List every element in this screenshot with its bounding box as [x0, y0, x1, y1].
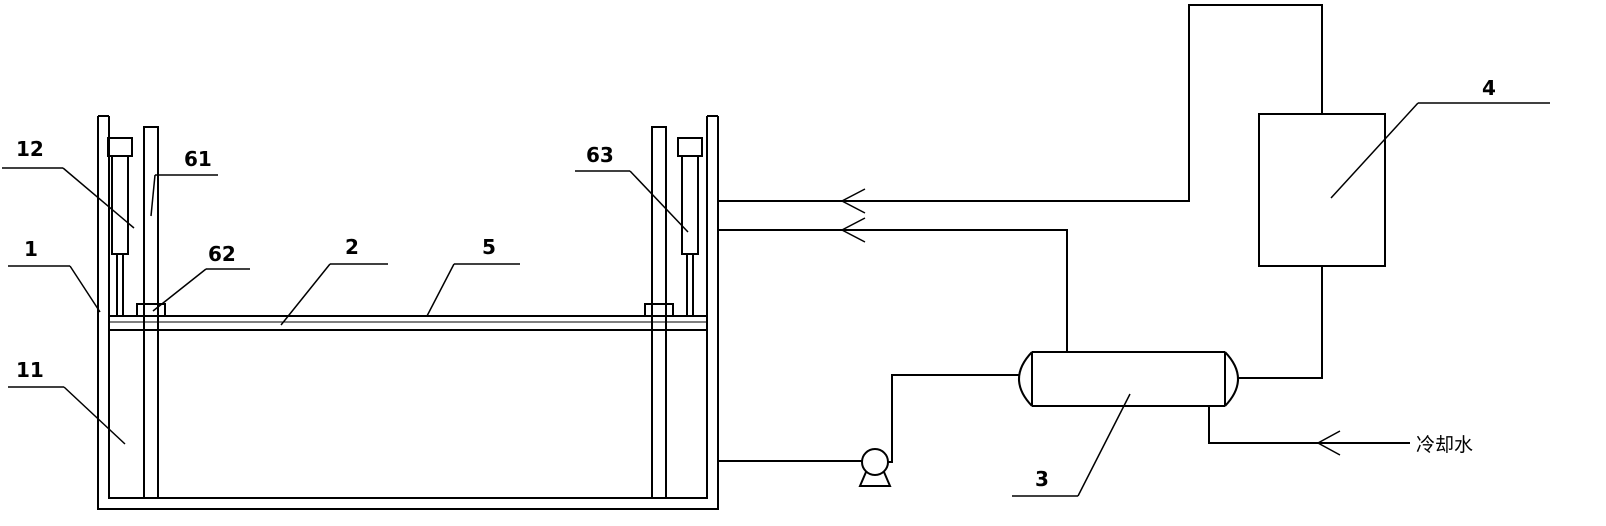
label-5: 5 — [482, 235, 496, 259]
label-1: 1 — [24, 237, 38, 261]
guide-rod-right — [651, 126, 667, 499]
label-62: 62 — [208, 242, 236, 266]
box — [1258, 113, 1386, 267]
label-11: 11 — [16, 358, 44, 382]
condenser — [1018, 351, 1239, 407]
label-12: 12 — [16, 137, 44, 161]
cylinder-right — [677, 137, 703, 316]
pump — [858, 448, 892, 487]
plate — [108, 315, 708, 331]
label-2: 2 — [345, 235, 359, 259]
slider-right — [644, 303, 674, 317]
label-4: 4 — [1482, 76, 1496, 100]
cooling-water-label: 冷却水 — [1416, 434, 1473, 456]
leader-lines — [2, 102, 1550, 497]
part-labels: 12 61 62 1 2 5 63 11 4 3 冷却水 — [16, 76, 1496, 491]
label-63: 63 — [586, 143, 614, 167]
label-61: 61 — [184, 147, 212, 171]
tank — [97, 115, 719, 510]
slider-left — [136, 303, 166, 317]
pipes — [718, 4, 1410, 463]
guide-rod-left — [143, 126, 159, 499]
cylinder-left — [107, 137, 133, 316]
label-3: 3 — [1035, 467, 1049, 491]
flow-arrows — [840, 188, 1341, 456]
